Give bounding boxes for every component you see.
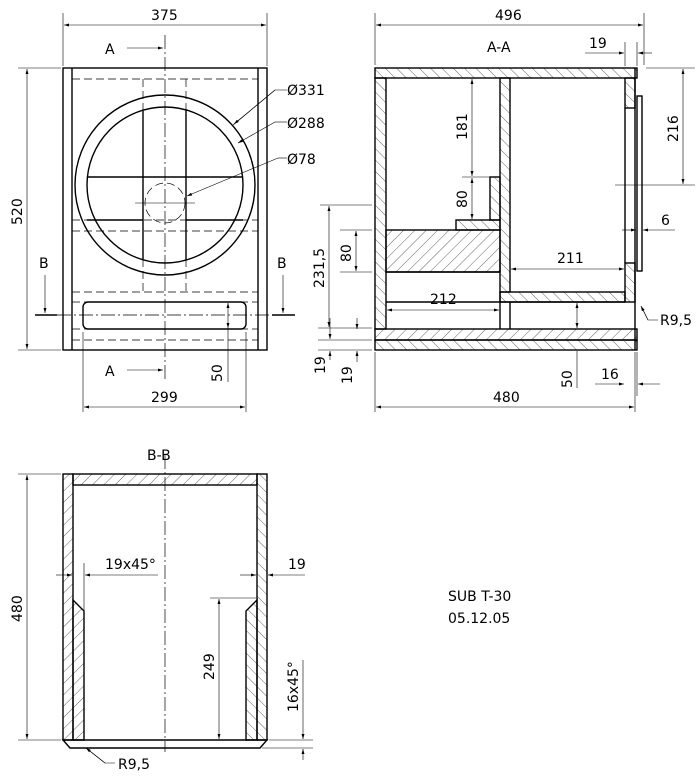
dim-181: 181 [455, 113, 471, 140]
dim-496: 496 [495, 8, 522, 24]
dim-19-a: 19 [313, 356, 329, 374]
dia-78-label: Ø78 [287, 152, 316, 168]
chamfer-19-label: 19x45° [105, 557, 156, 573]
section-a-top-label: A [105, 42, 115, 58]
dim-231-5: 231,5 [312, 248, 328, 288]
dim-216: 216 [666, 115, 682, 142]
radius-label-bb: R9,5 [118, 757, 150, 773]
dim-16: 16 [601, 367, 619, 383]
title-block: SUB T-30 05.12.05 [448, 589, 511, 627]
dim-520: 520 [10, 198, 26, 225]
dim-375: 375 [151, 8, 178, 24]
dim-212: 212 [430, 292, 457, 308]
dim-480-bb: 480 [10, 595, 26, 622]
radius-label-aa: R9,5 [660, 313, 692, 329]
section-aa-title: A-A [487, 40, 511, 56]
baffle-plate [636, 95, 643, 272]
outer-cutout-circle [74, 94, 256, 276]
dim-80: 80 [455, 190, 471, 208]
drawing-name: SUB T-30 [448, 589, 511, 605]
dim-80-left: 80 [339, 244, 355, 262]
dia-288-label: Ø288 [287, 116, 325, 132]
dim-299: 299 [151, 390, 178, 406]
dim-249: 249 [202, 653, 218, 680]
section-bb-title: B-B [147, 448, 171, 464]
dim-19-b: 19 [340, 366, 356, 384]
dim-6: 6 [661, 213, 670, 229]
front-view: B B A A 375 520 299 50 Ø331 Ø288 Ø78 231… [10, 8, 372, 412]
dim-19-bb: 19 [288, 557, 306, 573]
slot-port [82, 301, 247, 330]
dim-480-aa: 480 [493, 390, 520, 406]
section-a-a: A-A 496 19 181 80 216 6 211 212 [374, 8, 695, 412]
dim-50: 50 [210, 364, 226, 382]
section-b-right-label: B [277, 256, 287, 272]
drawing-date: 05.12.05 [448, 611, 510, 627]
dim-211: 211 [557, 251, 584, 267]
section-a-bottom-label: A [105, 364, 115, 380]
chamfer-16-label: 16x45° [286, 661, 302, 712]
section-b-left-label: B [39, 256, 49, 272]
dim-50-aa: 50 [560, 370, 576, 388]
dim-19-aa: 19 [589, 36, 607, 52]
section-b-b: B-B 480 19x45° 19 249 16x45° R9,5 [10, 448, 313, 773]
dia-331-label: Ø331 [287, 83, 325, 99]
